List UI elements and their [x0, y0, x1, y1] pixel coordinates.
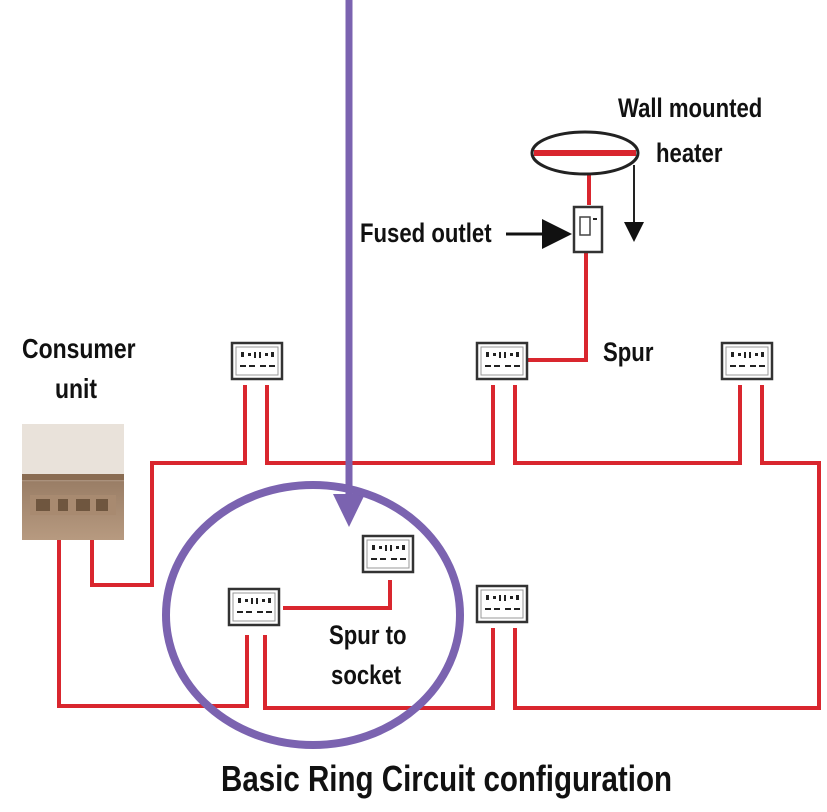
wire-upper-run — [265, 385, 495, 465]
ring-wiring — [57, 175, 821, 710]
wire-upper-run-2 — [513, 385, 742, 465]
wire-lower-mid — [263, 628, 495, 710]
label-unit: unit — [55, 373, 98, 404]
wire-upper-right — [513, 385, 821, 710]
wire-spur-socket — [283, 580, 392, 610]
socket-lower-left — [227, 587, 281, 627]
socket-upper-middle — [475, 341, 529, 381]
wire-cu-feed — [90, 385, 247, 587]
consumer-unit — [22, 424, 124, 540]
fused-outlet — [572, 205, 604, 254]
label-consumer: Consumer — [22, 333, 136, 364]
socket-spur — [361, 534, 415, 574]
label-spur-to: Spur to — [329, 620, 407, 650]
wall-heater — [530, 130, 644, 242]
caption: Basic Ring Circuit configuration — [221, 758, 673, 799]
label-fused-outlet: Fused outlet — [360, 218, 492, 248]
label-wall-mounted: Wall mounted — [618, 93, 763, 123]
socket-lower-middle — [475, 584, 529, 624]
label-heater: heater — [656, 138, 723, 168]
wire-spur-fused — [527, 252, 588, 362]
wire-outer-left — [57, 540, 249, 708]
label-socket: socket — [331, 660, 402, 690]
socket-upper-right — [720, 341, 774, 381]
label-spur: Spur — [603, 337, 654, 367]
highlight-overlay — [162, 0, 464, 749]
socket-upper-left — [230, 341, 284, 381]
